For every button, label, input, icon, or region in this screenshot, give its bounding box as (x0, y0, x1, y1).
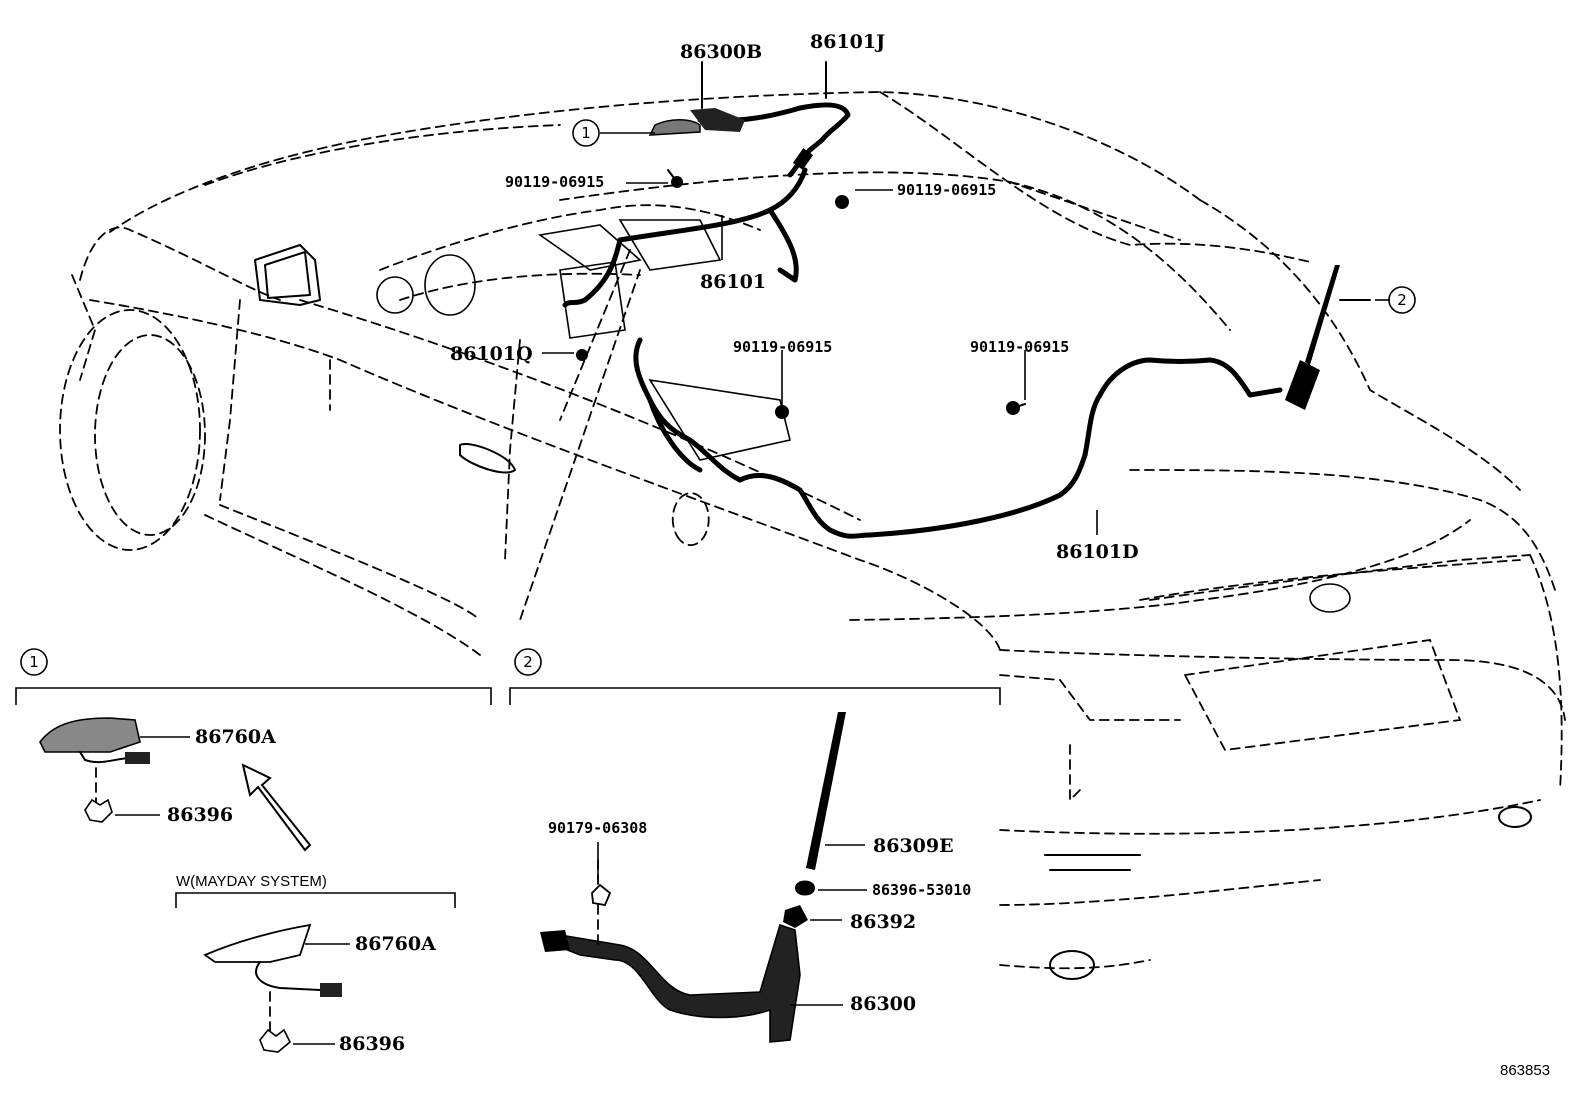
inset-1: 1 86760A 86396 W(MAYDAY SYSTEM) 86760A 8… (15, 648, 492, 1055)
antenna-mast-86309E-shape (806, 712, 846, 870)
callout-2-on-car: 2 (1388, 286, 1416, 314)
label-86101J: 86101J (810, 31, 885, 53)
diagram-number: 863853 (1500, 1062, 1550, 1079)
roof-antenna-86300B (648, 61, 745, 136)
label-86101D: 86101D (1056, 541, 1139, 563)
bolts-on-car (576, 169, 1026, 419)
rear-antenna-mast (1285, 265, 1371, 410)
inset-1-callout: 1 (29, 653, 39, 671)
label-86760A-2: 86760A (355, 933, 436, 955)
leader-lines (519, 132, 1390, 621)
wire-harness-86101 (562, 167, 808, 308)
label-86101Q: 86101Q (450, 343, 533, 365)
arrow-icon (241, 763, 312, 852)
label-90119-top-right: 90119-06915 (897, 181, 996, 199)
callout-1-on-car: 1 (572, 119, 600, 147)
label-90119-right: 90119-06915 (970, 338, 1069, 356)
nut-86396-shape-2 (259, 1028, 291, 1053)
label-86392: 86392 (850, 911, 916, 933)
label-86309E: 86309E (873, 835, 954, 857)
label-86300: 86300 (850, 993, 916, 1015)
wire-harness-86101D (633, 337, 1283, 539)
callout-2-label: 2 (1397, 291, 1407, 309)
label-86101: 86101 (700, 271, 766, 293)
label-90179-06308: 90179-06308 (548, 819, 647, 837)
roof-antenna-86760A-shape (39, 717, 141, 753)
antenna-cable-86300-shape (553, 923, 801, 1043)
label-90119-mid: 90119-06915 (733, 338, 832, 356)
label-90119-top-left: 90119-06915 (505, 173, 604, 191)
inset-2-callout: 2 (523, 653, 533, 671)
label-86300B: 86300B (680, 41, 762, 63)
label-mayday-system: W(MAYDAY SYSTEM) (176, 873, 327, 890)
label-86396-53010: 86396-53010 (872, 881, 971, 899)
shark-fin-antenna-86760A-shape (203, 923, 312, 963)
nut-86396-shape (84, 798, 113, 823)
label-86396-2: 86396 (339, 1033, 405, 1055)
label-86760A-1: 86760A (195, 726, 276, 748)
callout-1-label: 1 (581, 124, 591, 142)
label-86396-1: 86396 (167, 804, 233, 826)
car-body-outline (59, 91, 1566, 980)
inset-2: 2 90179-06308 86309E 86396-53010 86392 8… (509, 648, 1001, 1043)
